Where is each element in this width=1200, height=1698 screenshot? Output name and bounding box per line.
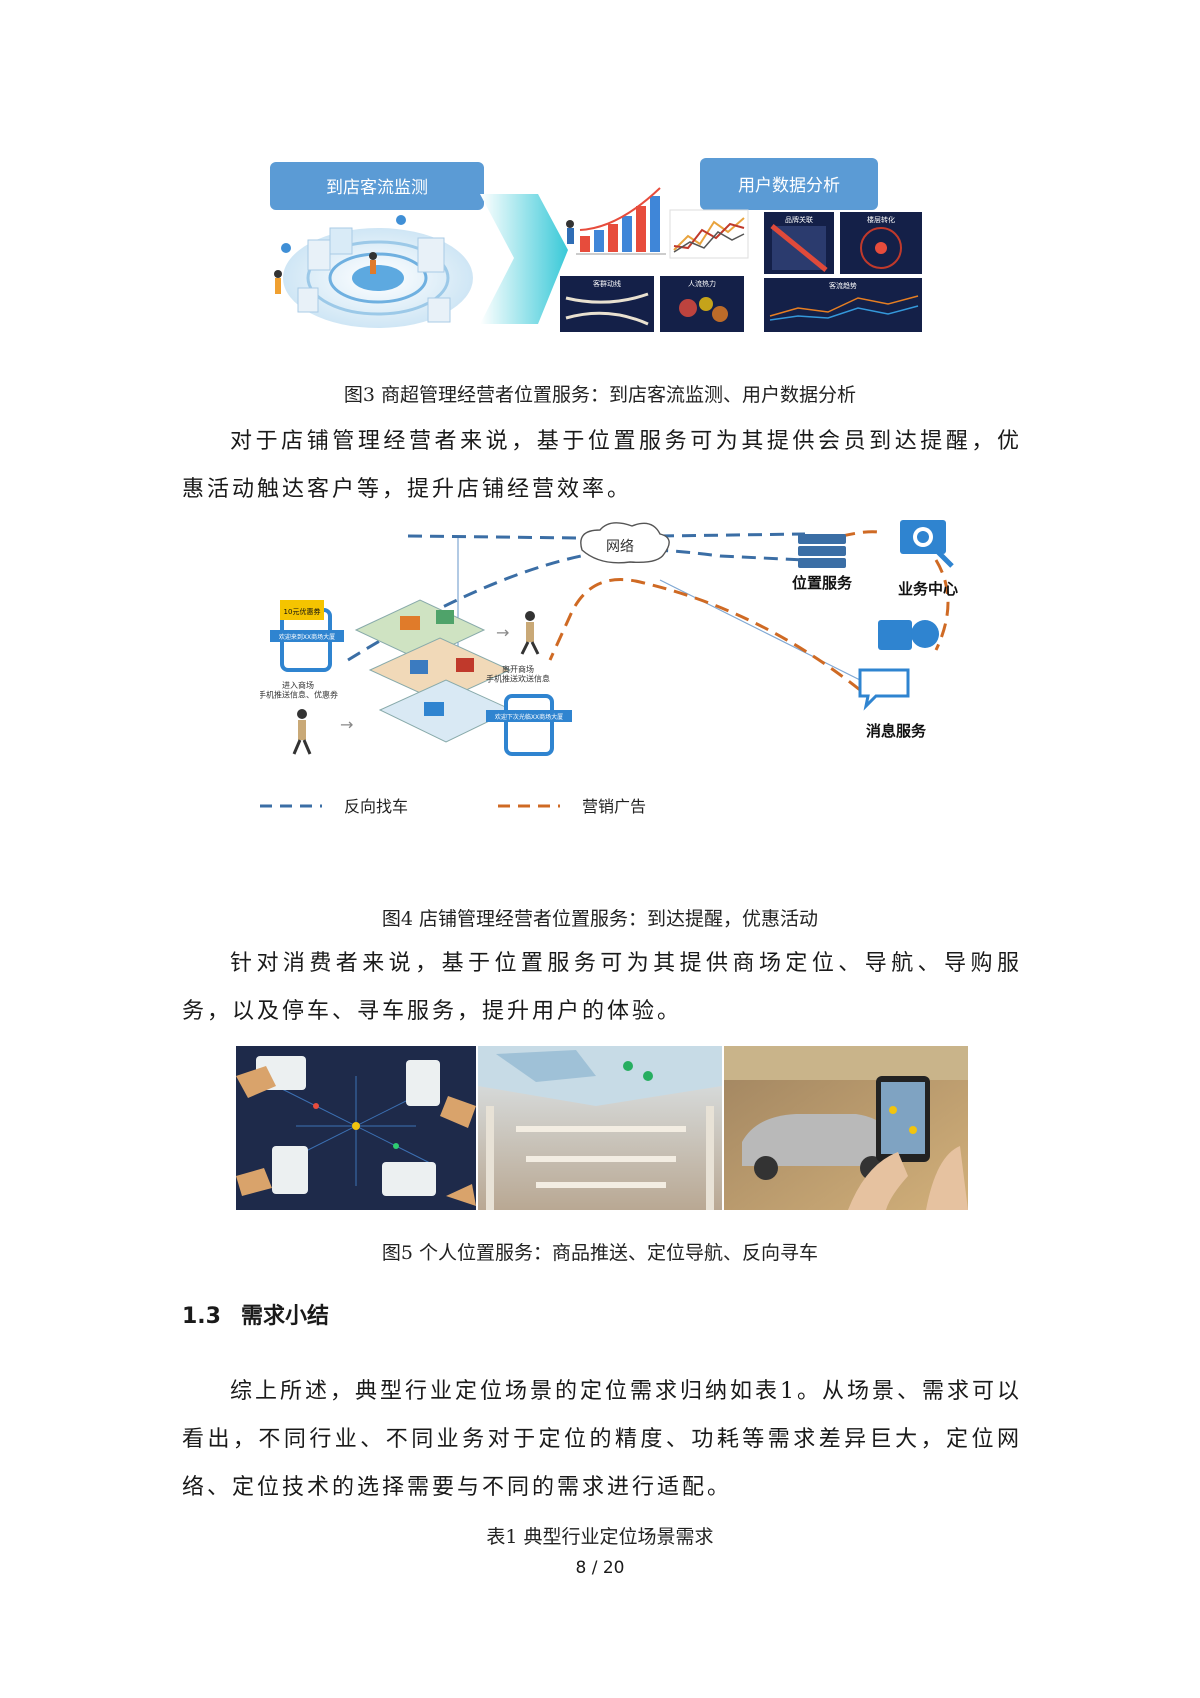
phone-welcome-text: 欢迎来到XX商场大厦 (279, 633, 335, 641)
line-chart-illustration (669, 209, 749, 259)
network-cloud: 网络 (580, 522, 670, 564)
paragraph-2: 针对消费者来说，基于位置服务可为其提供商场定位、导航、导购服务，以及停车、寻车服… (182, 951, 1022, 1024)
legend-reverse-label: 反向找车 (344, 797, 408, 816)
enter-phone: 10元优惠券 欢迎来到XX商场大厦 (270, 600, 344, 672)
figure-4-caption: 图4 店铺管理经营者位置服务：到达提醒，优惠活动 (381, 908, 819, 930)
figure-4: 网络 位置服务 业务中心 消息服务 10元优惠券 欢迎来到XX商场大厦 进入商场… (260, 520, 958, 816)
location-service-node: 位置服务 (792, 534, 853, 592)
arrow-to-mall: → (340, 715, 353, 734)
analysis-label-box (700, 158, 878, 210)
bar-chart-illustration (566, 187, 666, 255)
figure-3-caption: 图3 商超管理经营者位置服务：到店客流监测、用户数据分析 (343, 384, 857, 406)
promo-text: 10元优惠券 (284, 607, 321, 616)
figure-4-legend: 反向找车 营销广告 (260, 797, 646, 816)
mall-illustration (274, 215, 473, 328)
page-number: 8 / 20 (575, 1558, 625, 1578)
business-center-node: 业务中心 (898, 520, 958, 598)
panel-path: 客群动线 (560, 276, 654, 332)
monitor-label-box (270, 162, 484, 210)
location-service-label: 位置服务 (792, 574, 853, 592)
indoor-navigation-image (478, 1046, 722, 1210)
analysis-label: 用户数据分析 (738, 176, 840, 196)
svg-text:楼层转化: 楼层转化 (867, 215, 895, 224)
legend-marketing-label: 营销广告 (582, 797, 646, 816)
svg-text:品牌关联: 品牌关联 (785, 215, 813, 224)
enter-mall-label: 进入商场手机推送信息、优惠券 (260, 680, 338, 700)
section-number: 1.3 (182, 1304, 221, 1329)
paragraph-1: 对于店铺管理经营者来说，基于位置服务可为其提供会员到达提醒，优惠活动触达客户等，… (182, 429, 1022, 502)
flow-arrow (480, 194, 568, 324)
service-link-line (659, 579, 861, 681)
figure-5-caption: 图5 个人位置服务：商品推送、定位导航、反向寻车 (381, 1242, 819, 1264)
svg-text:客群动线: 客群动线 (593, 279, 621, 288)
phone-farewell-text: 欢迎下次光临XX商场大厦 (495, 713, 563, 721)
svg-text:客流趋势: 客流趋势 (829, 281, 857, 290)
mall-floors (354, 599, 514, 743)
message-service-label: 消息服务 (866, 722, 927, 740)
paragraph-3: 综上所述，典型行业定位场景的定位需求归纳如表1。从场景、需求可以看出，不同行业、… (182, 1379, 1022, 1500)
panel-brand: 品牌关联 (764, 212, 834, 274)
leave-mall-label: 离开商场手机推送欢送信息 (486, 664, 550, 684)
monitor-label: 到店客流监测 (326, 178, 428, 198)
figure-3: 到店客流监测 用户数据分析 (270, 158, 922, 332)
table-1-caption: 表1 典型行业定位场景需求 (486, 1526, 714, 1548)
shopper-right (520, 611, 540, 655)
arrow-to-exit: → (496, 623, 509, 642)
business-center-label: 业务中心 (898, 580, 958, 598)
section-title: 需求小结 (240, 1304, 329, 1329)
panel-floor: 楼层转化 (840, 212, 922, 274)
panel-trend: 客流趋势 (764, 278, 922, 332)
svg-text:人流热力: 人流热力 (688, 279, 716, 288)
section-heading: 1.3 需求小结 (182, 1298, 329, 1330)
message-service-node: 消息服务 (858, 620, 939, 740)
network-label: 网络 (606, 539, 634, 555)
leave-phone: 欢迎下次光临XX商场大厦 (486, 694, 572, 756)
figure-5 (236, 1046, 968, 1210)
product-push-image (236, 1046, 476, 1210)
shopper-left (292, 709, 312, 755)
panel-heat: 人流热力 (660, 276, 744, 332)
reverse-car-search-image (724, 1046, 968, 1210)
